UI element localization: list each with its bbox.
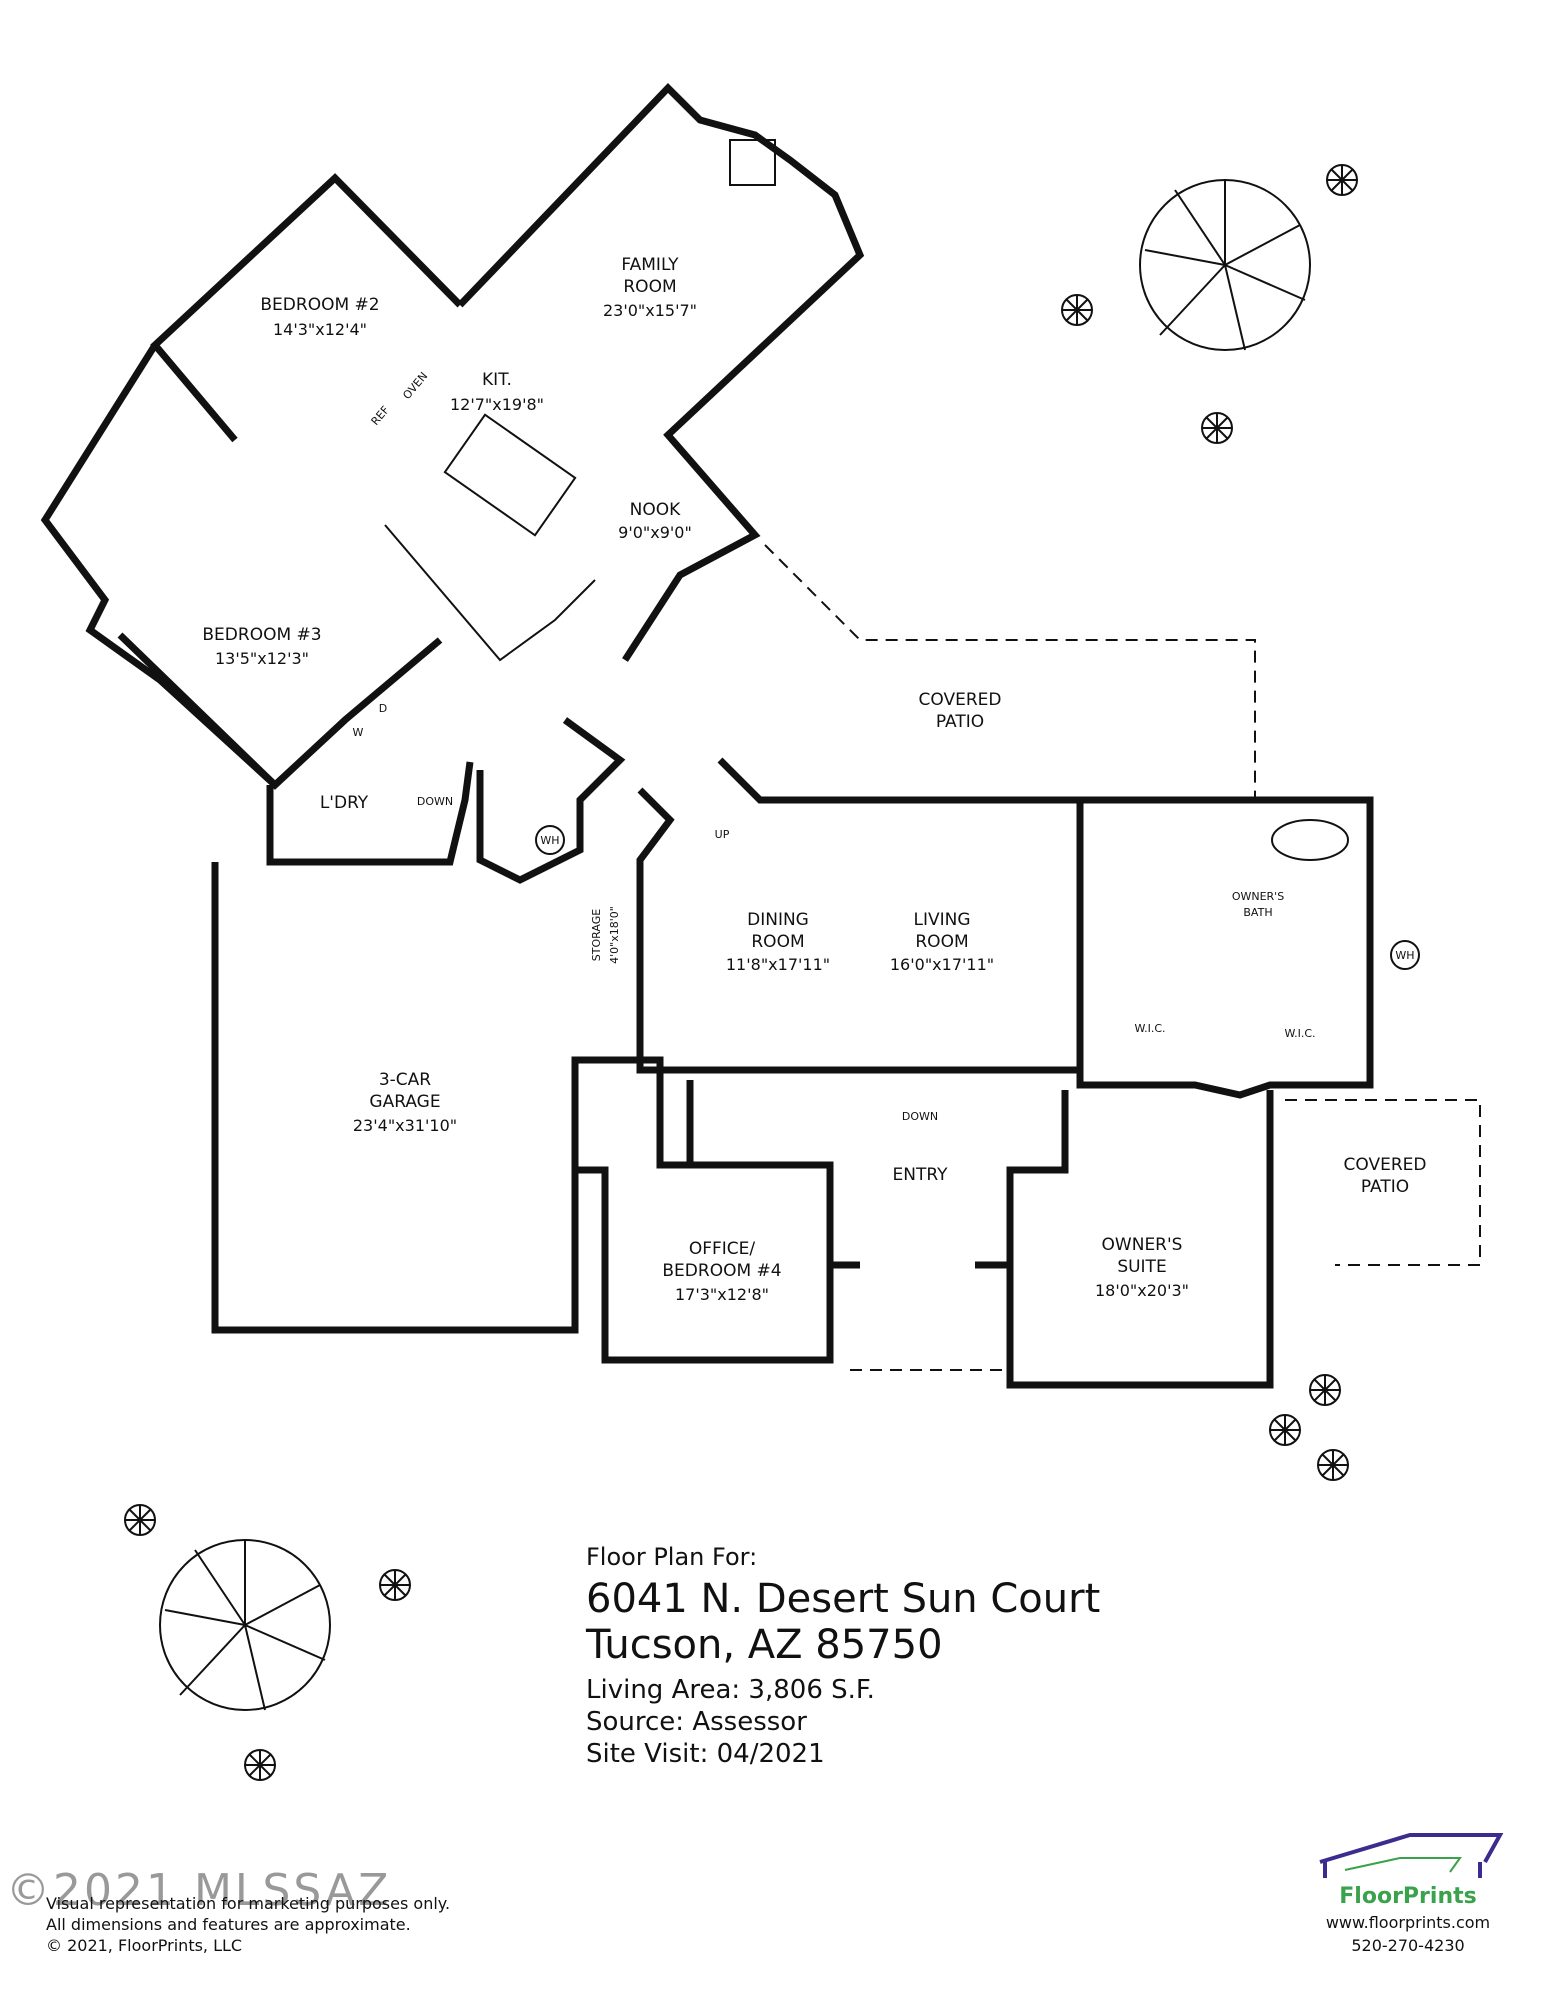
brand-web: www.floorprints.com <box>1325 1913 1491 1932</box>
dining-room-dim: 11'8"x17'11" <box>726 955 830 974</box>
floor-plan-for: Floor Plan For: <box>586 1543 758 1571</box>
tub-owners-bath <box>1271 819 1349 861</box>
shrub-icon <box>124 1504 156 1536</box>
living-room-dim: 16'0"x17'11" <box>890 955 994 974</box>
fireplace-box <box>729 139 776 186</box>
address-line1: 6041 N. Desert Sun Court <box>586 1576 1101 1622</box>
owners-bath-name1: OWNER'S <box>1232 890 1284 903</box>
kitchen-name: KIT. <box>482 370 512 390</box>
covered-patio-name2: PATIO <box>936 712 984 732</box>
mls-watermark: ©2021 MLSSAZ <box>6 1865 392 1916</box>
wic2-name: W.I.C. <box>1284 1027 1315 1040</box>
disclaimer: Visual representation for marketing purp… <box>46 1893 450 1956</box>
site-visit: Site Visit: 04/2021 <box>586 1739 825 1769</box>
living-room-name1: LIVING <box>913 910 970 930</box>
family-room-name2: ROOM <box>623 277 676 297</box>
down1-label: DOWN <box>417 795 453 808</box>
owners-suite-dim: 18'0"x20'3" <box>1095 1281 1189 1300</box>
garage-name1: 3-CAR <box>379 1070 431 1090</box>
family-room-dim: 23'0"x15'7" <box>603 301 697 320</box>
owners-suite-name2: SUITE <box>1117 1257 1166 1277</box>
wall-halfbath <box>476 717 626 884</box>
kitchen-dim: 12'7"x19'8" <box>450 395 544 414</box>
nook-dim: 9'0"x9'0" <box>618 523 692 542</box>
tree-icon <box>1139 179 1311 351</box>
shrub-icon <box>1317 1449 1349 1481</box>
shrub-icon <box>1309 1374 1341 1406</box>
covered-patio-outline <box>764 544 1256 800</box>
wall-bedroom3 <box>117 632 443 790</box>
bedroom3-dim: 13'5"x12'3" <box>215 649 309 668</box>
living-room-name2: ROOM <box>915 932 968 952</box>
wall-family-room <box>457 82 865 662</box>
wall-hall <box>686 1080 790 1169</box>
garage-dim: 23'4"x31'10" <box>353 1116 457 1135</box>
covered-patio2-name2: PATIO <box>1361 1177 1409 1197</box>
tree-icon <box>159 1539 331 1711</box>
brand-block: FloorPrints www.floorprints.com 520-270-… <box>1308 1830 1508 1955</box>
owners-suite-name1: OWNER'S <box>1102 1235 1183 1255</box>
storage-dim: 4'0"x18'0" <box>608 906 621 964</box>
garage-name2: GARAGE <box>369 1092 440 1112</box>
shrub-icon <box>1201 412 1233 444</box>
wh2-label: WH <box>1395 949 1414 962</box>
dining-room-name2: ROOM <box>751 932 804 952</box>
shrub-icon <box>1269 1414 1301 1446</box>
wall-bedroom2 <box>150 173 463 443</box>
brand-phone: 520-270-4230 <box>1351 1936 1465 1955</box>
kitchen-ref: REF <box>369 404 392 428</box>
covered-patio-name1: COVERED <box>919 690 1002 710</box>
disclaimer-line3: © 2021, FloorPrints, LLC <box>46 1936 243 1955</box>
wh1-label: WH <box>540 834 559 847</box>
wall-dining-living <box>636 757 1084 1074</box>
wh1-circle <box>535 825 565 855</box>
wh2-circle <box>1390 940 1420 970</box>
wall-owner-suite <box>1006 1090 1274 1389</box>
disclaimer-line2: All dimensions and features are approxim… <box>46 1915 411 1934</box>
kitchen-oven: OVEN <box>400 370 430 402</box>
wall-laundry <box>266 761 474 866</box>
laundry-name: L'DRY <box>320 793 369 813</box>
office-name1: OFFICE/ <box>689 1239 756 1259</box>
dining-room-name1: DINING <box>747 910 809 930</box>
wall-wic <box>1076 1070 1370 1099</box>
shrub-icon <box>1326 164 1358 196</box>
wall-owner-bath <box>1080 796 1374 1089</box>
covered-patio2-name1: COVERED <box>1344 1155 1427 1175</box>
disclaimer-line1: Visual representation for marketing purp… <box>46 1894 451 1913</box>
living-area: Living Area: 3,806 S.F. <box>586 1675 875 1705</box>
floor-plan-info: Floor Plan For: 6041 N. Desert Sun Court… <box>586 1545 1100 1773</box>
floorprints-logo-icon <box>1319 1833 1504 1878</box>
wall-office <box>571 1060 834 1364</box>
shrub-icon <box>1061 294 1093 326</box>
bedroom2-dim: 14'3"x12'4" <box>273 320 367 339</box>
family-room-name1: FAMILY <box>621 255 679 275</box>
bedroom3-name: BEDROOM #3 <box>202 625 321 645</box>
entry-name: ENTRY <box>893 1165 949 1185</box>
laundry-w: W <box>353 726 364 739</box>
office-dim: 17'3"x12'8" <box>675 1285 769 1304</box>
brand-name: FloorPrints <box>1339 1884 1477 1909</box>
wall-entry-right <box>975 1170 1014 1269</box>
down2-label: DOWN <box>902 1110 938 1123</box>
wic1-name: W.I.C. <box>1134 1022 1165 1035</box>
source: Source: Assessor <box>586 1707 807 1737</box>
kitchen-counter <box>384 524 596 662</box>
shrub-icon <box>379 1569 411 1601</box>
address-line2: Tucson, AZ 85750 <box>586 1622 943 1668</box>
wall-bath-left <box>40 343 278 788</box>
wall-hall-bath <box>575 1056 690 1169</box>
up-label: UP <box>715 828 730 841</box>
kitchen-island <box>443 413 577 537</box>
wall-entry <box>826 1165 860 1269</box>
nook-name: NOOK <box>630 500 681 520</box>
shrub-icon <box>244 1749 276 1781</box>
laundry-d: D <box>379 702 387 715</box>
storage-name: STORAGE <box>590 909 603 961</box>
owners-bath-name2: BATH <box>1243 906 1272 919</box>
bedroom2-name: BEDROOM #2 <box>260 295 379 315</box>
office-name2: BEDROOM #4 <box>662 1261 781 1281</box>
